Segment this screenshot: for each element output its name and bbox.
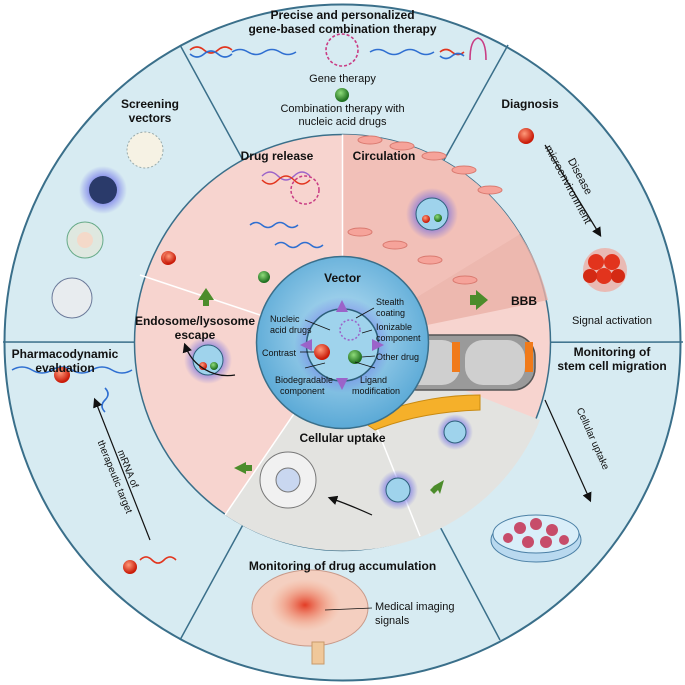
ligand-marker-top [336,300,348,312]
pharmaco-line1: Pharmacodynamic [12,347,119,361]
nucleic-line1: Nucleic [270,314,300,324]
biodeg-line2: component [280,386,325,396]
medical-imaging-line1: Medical imaging [375,601,454,613]
ionizable-line1: Ionizable [376,322,412,332]
nucleic-line2: acid drugs [270,325,312,335]
top-strands [189,33,487,67]
ligand-line1: Ligand [360,375,387,385]
gene-therapy-label: Gene therapy [309,73,376,85]
endosome-particle [184,336,232,384]
green-arrows [198,288,488,494]
monitoring-drug-label: Monitoring of drug accumulation [249,559,436,573]
pharmaco-red-dot-top [54,367,70,383]
diagnosis-arrow [544,144,602,238]
ionizable-line2: component [376,333,421,343]
biodeg-line1: Biodegradable [275,375,333,385]
vector-leaders [300,307,376,369]
bbb-label: BBB [511,294,537,308]
screening-line1: Screening [121,97,179,111]
medical-imaging-line2: signals [375,615,410,627]
pharmaco-line2: evaluation [35,361,94,375]
endosome-line1: Endosome/lysosome [135,314,255,328]
stem-line2: stem cell migration [557,359,666,373]
brain-leader [324,607,373,611]
pharmaco-strands [11,366,177,564]
uptake-arrow [327,495,373,516]
tumor-cluster [583,248,627,292]
vector-title: Vector [324,271,361,285]
circulation-particle [406,188,458,240]
combo-line1: Combination therapy with [280,103,404,115]
top-title-line1: Precise and personalized [270,8,414,22]
screening-red-dot [164,252,176,264]
drug-release-strands [249,171,324,249]
uptake-particles [259,414,473,510]
combo-line2: nucleic acid drugs [298,116,387,128]
signal-activation-label: Signal activation [572,315,652,327]
vector-labels: Vector Stealth coating Nucleic acid drug… [262,271,421,396]
endosome-arrow [182,342,236,377]
pharmaco-red-dot-bottom [123,560,137,574]
stealth-line1: Stealth [376,297,404,307]
contrast-label: Contrast [262,348,297,358]
inner-labels: Drug release Circulation BBB Endosome/ly… [135,149,537,445]
circulation-label: Circulation [353,149,416,163]
other-drug-label: Other drug [376,352,419,362]
red-blood-cells [347,135,503,285]
combo-green-dot [335,88,349,102]
stem-line1: Monitoring of [574,345,652,359]
endosome-line2: escape [175,328,216,342]
diagnosis-label: Diagnosis [501,97,559,111]
drug-release-label: Drug release [241,149,314,163]
vector-particle [305,308,380,382]
pharmaco-arrow [93,397,151,541]
ligand-marker-right [372,339,384,351]
contrast-dot [314,344,330,360]
stem-arrow [544,399,592,503]
cellular-uptake-label: Cellular uptake [299,431,385,445]
screening-vector-particles [51,131,164,319]
ligand-line2: modification [352,386,400,396]
diagnosis-red-dot [518,128,534,144]
stealth-line2: coating [376,308,405,318]
screening-line2: vectors [129,111,172,125]
brain-image [251,569,369,665]
other-drug-dot [348,350,362,364]
top-title-line2: gene-based combination therapy [248,22,436,36]
stem-cell-dish [490,514,582,563]
ligand-marker-bottom [336,378,348,390]
drug-release-green-dot [258,271,270,283]
ligand-marker-left [300,339,312,351]
